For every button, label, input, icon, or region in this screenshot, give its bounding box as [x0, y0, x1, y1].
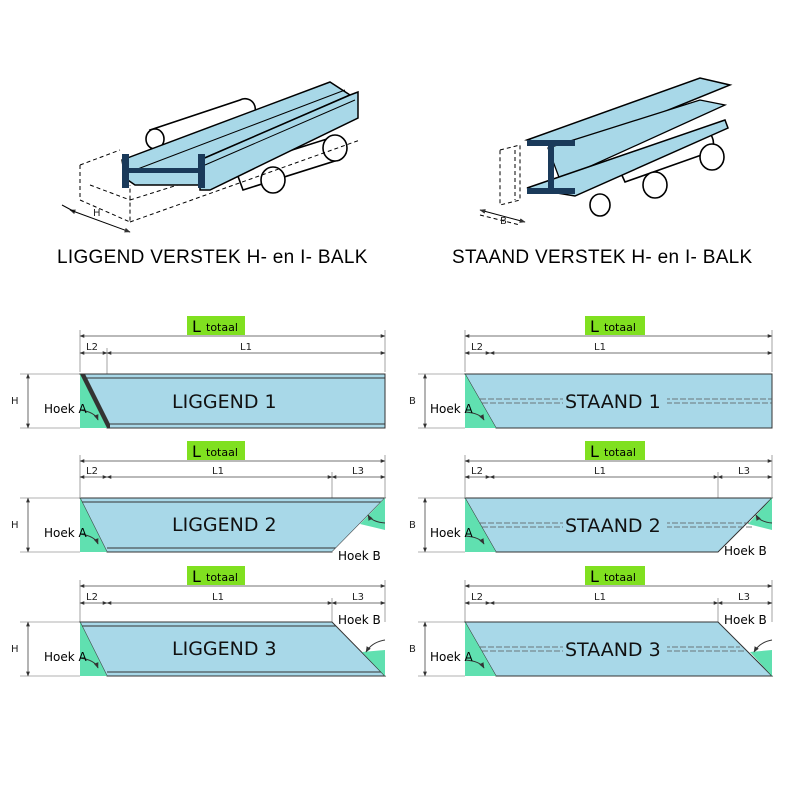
svg-text:L2: L2 [471, 466, 483, 477]
svg-text:Hoek B: Hoek B [724, 613, 767, 627]
svg-text:B: B [409, 396, 416, 407]
title-staand: STAAND VERSTEK H- en I- BALK [452, 247, 753, 268]
svg-text:Hoek A: Hoek A [44, 402, 88, 416]
svg-text:L: L [590, 442, 599, 461]
diagram-staand-2: L totaal L2 L1 L3 B Hoek A Hoek B STAAND… [409, 441, 774, 558]
svg-text:totaal: totaal [604, 571, 636, 584]
dimension-b-label: B [500, 216, 507, 227]
svg-text:L: L [192, 317, 201, 336]
svg-text:LIGGEND 2: LIGGEND 2 [172, 514, 277, 536]
svg-text:B: B [409, 644, 416, 655]
lying-beam-illustration: H [61, 81, 361, 233]
svg-text:L2: L2 [86, 466, 98, 477]
svg-text:Hoek A: Hoek A [430, 526, 474, 540]
title-liggend: LIGGEND VERSTEK H- en I- BALK [57, 247, 368, 268]
svg-text:STAAND 2: STAAND 2 [565, 515, 661, 537]
total-length-badge: L totaal [187, 316, 245, 336]
svg-text:L1: L1 [212, 466, 224, 477]
svg-text:L3: L3 [738, 466, 750, 477]
svg-text:totaal: totaal [206, 571, 238, 584]
svg-text:LIGGEND 3: LIGGEND 3 [172, 638, 277, 660]
svg-text:B: B [409, 520, 416, 531]
svg-text:L: L [192, 567, 201, 586]
svg-text:totaal: totaal [604, 446, 636, 459]
svg-text:Hoek A: Hoek A [430, 402, 474, 416]
svg-text:L1: L1 [594, 342, 606, 353]
total-length-badge: L totaal [187, 441, 245, 461]
total-length-badge: L totaal [585, 566, 645, 586]
roller-icon [145, 97, 348, 194]
svg-text:totaal: totaal [604, 321, 636, 334]
svg-text:L: L [590, 567, 599, 586]
svg-text:Hoek B: Hoek B [724, 544, 767, 558]
total-length-badge: L totaal [585, 316, 645, 336]
svg-text:H: H [11, 644, 19, 655]
total-length-badge: L totaal [585, 441, 645, 461]
standing-beam-illustration: B [479, 77, 733, 227]
diagram-staand-3: L totaal L2 L1 L3 B Hoek A Hoek B STAAND… [409, 566, 774, 677]
diagram-staand-1: L totaal L2 L1 B Hoek A STAAND 1 [409, 316, 773, 429]
svg-text:L1: L1 [240, 342, 252, 353]
svg-text:L3: L3 [352, 592, 364, 603]
diagram-liggend-3: L totaal L2 L1 L3 H Hoek A Hoek B LIGGEN… [11, 566, 387, 677]
svg-text:L1: L1 [594, 466, 606, 477]
svg-text:L3: L3 [352, 466, 364, 477]
svg-text:Hoek A: Hoek A [430, 650, 474, 664]
svg-text:STAAND 3: STAAND 3 [565, 639, 661, 661]
svg-text:L: L [590, 317, 599, 336]
svg-text:totaal: totaal [206, 446, 238, 459]
svg-text:L3: L3 [738, 592, 750, 603]
svg-text:L2: L2 [471, 592, 483, 603]
svg-text:L: L [192, 442, 201, 461]
total-length-badge: L totaal [187, 566, 245, 586]
svg-text:Hoek B: Hoek B [338, 549, 381, 563]
diagram-liggend-1: L totaal L2 L1 H Hoek A LIGGEND 1 [11, 316, 386, 429]
diagram-liggend-2: L totaal L2 L1 L3 H Hoek A Hoek B LIGGEN… [11, 441, 387, 563]
svg-text:H: H [11, 520, 19, 531]
svg-text:totaal: totaal [206, 321, 238, 334]
svg-text:Hoek B: Hoek B [338, 613, 381, 627]
svg-text:Hoek A: Hoek A [44, 650, 88, 664]
svg-text:LIGGEND 1: LIGGEND 1 [172, 391, 277, 413]
svg-text:STAAND 1: STAAND 1 [565, 391, 661, 413]
svg-text:L2: L2 [86, 342, 98, 353]
svg-text:H: H [11, 396, 19, 407]
svg-text:L2: L2 [471, 342, 483, 353]
svg-text:L1: L1 [212, 592, 224, 603]
dimension-h-label: H [93, 208, 101, 219]
svg-text:Hoek A: Hoek A [44, 526, 88, 540]
svg-text:L1: L1 [594, 592, 606, 603]
svg-text:L2: L2 [86, 592, 98, 603]
